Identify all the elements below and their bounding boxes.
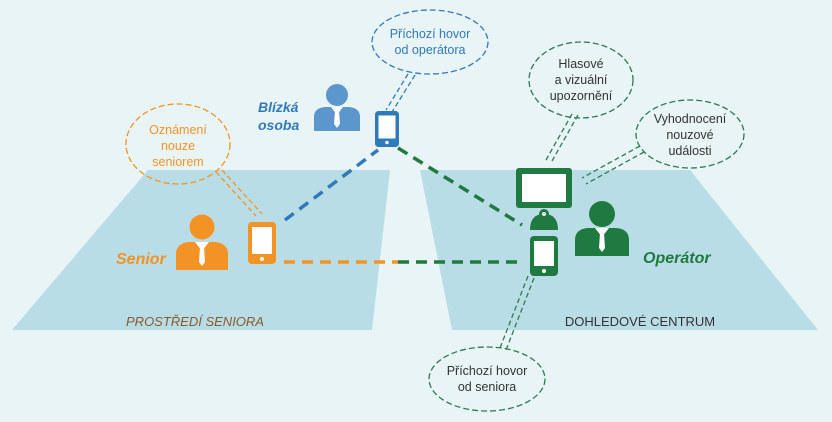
bubble-incoming-senior	[428, 346, 546, 412]
bubble-tail-incoming-operator	[385, 73, 416, 113]
webcam-icon	[530, 209, 558, 230]
operator-monitor-icon	[516, 168, 572, 208]
operator-person-icon	[575, 201, 629, 256]
close-person-to-operator-link	[397, 146, 523, 227]
bubble-incoming-operator	[371, 9, 489, 75]
bubble-incoming-senior-line1: Příchozí hovor	[447, 364, 528, 378]
close-person-label-line2: osoba	[258, 117, 299, 133]
bubble-evaluation-line3: události	[668, 144, 711, 158]
operator-label: Operátor	[643, 250, 711, 267]
senior-person-icon	[176, 214, 228, 270]
bubble-evaluation	[635, 99, 745, 169]
operator-smartphone-icon	[530, 236, 558, 276]
bubble-evaluation-line1: Vyhodnocení	[654, 112, 727, 126]
close-person-icon	[314, 84, 360, 131]
bubble-emergency-line3: seniorem	[152, 155, 203, 169]
senior-smartphone-icon	[248, 222, 276, 264]
senior-label: Senior	[116, 251, 167, 268]
bubble-alerts-line1: Hlasové	[558, 57, 603, 71]
bubble-tail-emergency	[215, 169, 263, 217]
bubble-alerts	[528, 41, 634, 119]
bubble-emergency-line2: nouze	[161, 139, 195, 153]
bubble-alerts-line3: upozornění	[550, 89, 613, 103]
close-person-smartphone-icon	[375, 111, 399, 147]
senior-environment-label: PROSTŘEDÍ SENIORA	[126, 314, 264, 329]
bubble-tail-alerts	[545, 113, 579, 162]
bubble-incoming-operator-line2: od operátora	[395, 43, 466, 57]
bubble-emergency	[125, 103, 231, 185]
bubble-tail-incoming-senior	[499, 275, 535, 351]
bubble-incoming-senior-line2: od seniora	[458, 380, 516, 394]
bubble-incoming-operator-line1: Příchozí hovor	[390, 27, 471, 41]
bubble-alerts-line2: a vizuální	[555, 73, 608, 87]
bubble-tail-evaluation	[581, 145, 645, 185]
close-person-label-line1: Blízká	[258, 99, 299, 115]
bubble-evaluation-line2: nouzové	[666, 128, 713, 142]
bubble-emergency-line1: Oznámení	[149, 123, 207, 137]
monitoring-center-label: DOHLEDOVÉ CENTRUM	[565, 314, 715, 329]
senior-to-close-person-link	[283, 148, 380, 222]
